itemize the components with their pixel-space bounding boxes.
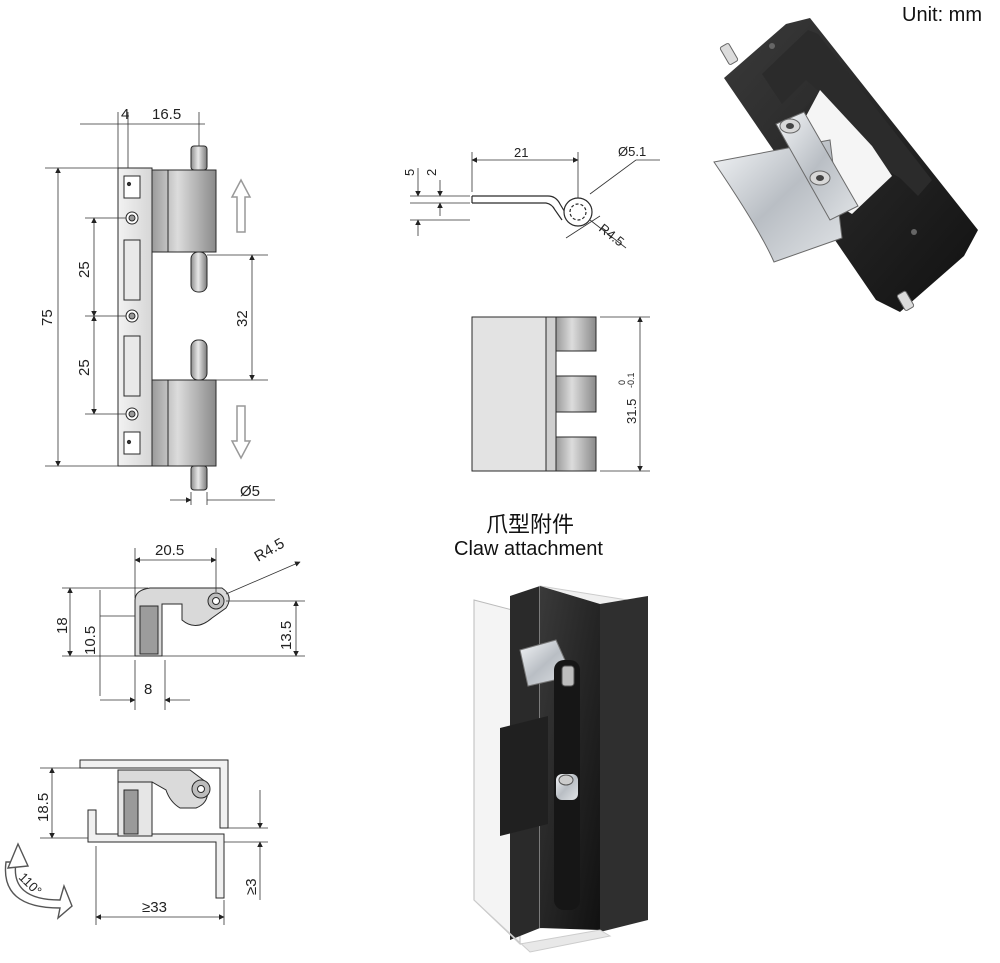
claw-side-view bbox=[471, 195, 593, 227]
bottom-pin-tip bbox=[190, 465, 208, 491]
claw-knuckle-middle bbox=[555, 375, 597, 413]
dim-21: 21 bbox=[514, 145, 528, 160]
caption-english: Claw attachment bbox=[454, 538, 603, 560]
claw-front-dimensions bbox=[600, 316, 650, 472]
lower-barrel bbox=[151, 379, 217, 467]
side-view bbox=[134, 587, 230, 657]
dim-8: 8 bbox=[144, 681, 152, 698]
dim-32: 32 bbox=[234, 310, 251, 327]
dim-ge-33: ≥33 bbox=[142, 899, 167, 916]
claw-plate bbox=[471, 316, 557, 472]
dim-18-5: 18.5 bbox=[35, 793, 52, 822]
plate-slot-upper bbox=[123, 239, 141, 301]
caption-chinese: 爪型附件 bbox=[486, 513, 575, 538]
upper-barrel bbox=[151, 169, 217, 253]
dim-r4-5-side: R4.5 bbox=[252, 535, 288, 566]
dim-75: 75 bbox=[39, 309, 56, 326]
hinge-product-render bbox=[713, 18, 978, 312]
dim-25-top: 25 bbox=[76, 261, 93, 278]
lower-pin bbox=[190, 339, 208, 381]
dim-tol-lower: -0.1 bbox=[626, 372, 636, 388]
dim-phi-5-1: Ø5.1 bbox=[618, 144, 646, 159]
rotation-arrow-icon bbox=[4, 842, 73, 920]
install-view bbox=[79, 759, 229, 899]
plate-slot-lower bbox=[123, 335, 141, 397]
front-view bbox=[117, 145, 252, 491]
dim-tol-upper: 0 bbox=[617, 380, 627, 385]
side-plate-section bbox=[139, 605, 159, 655]
claw-knuckle-bottom bbox=[555, 436, 597, 472]
plate-slot-bottom bbox=[123, 431, 141, 455]
claw-side-dimensions bbox=[410, 152, 660, 249]
dim-25-bottom: 25 bbox=[76, 359, 93, 376]
dim-20-5: 20.5 bbox=[155, 542, 184, 559]
dim-4: 4 bbox=[121, 106, 129, 123]
claw-knuckle-top bbox=[555, 316, 597, 352]
dim-2: 2 bbox=[424, 169, 439, 176]
upper-pin bbox=[190, 251, 208, 293]
down-arrow-icon bbox=[230, 405, 252, 460]
dim-18: 18 bbox=[54, 617, 71, 634]
dim-31-5: 31.5 bbox=[624, 399, 639, 424]
installed-hinge-render bbox=[473, 585, 648, 953]
dim-13-5: 13.5 bbox=[278, 621, 295, 650]
dim-ge-3: ≥3 bbox=[243, 878, 260, 895]
dim-phi-5: Ø5 bbox=[240, 483, 260, 500]
plate-slot-top bbox=[123, 175, 141, 199]
top-pin-tip bbox=[190, 145, 208, 171]
dim-16-5: 16.5 bbox=[152, 106, 181, 123]
front-view-dimensions bbox=[45, 112, 275, 505]
dim-10-5: 10.5 bbox=[82, 626, 99, 655]
claw-front-view bbox=[471, 316, 597, 472]
install-view-dimensions bbox=[40, 767, 268, 925]
up-arrow-icon bbox=[230, 178, 252, 233]
side-view-dimensions bbox=[62, 548, 305, 710]
dim-5: 5 bbox=[402, 169, 417, 176]
unit-label: Unit: mm bbox=[902, 4, 982, 26]
install-plate-section bbox=[123, 789, 139, 835]
